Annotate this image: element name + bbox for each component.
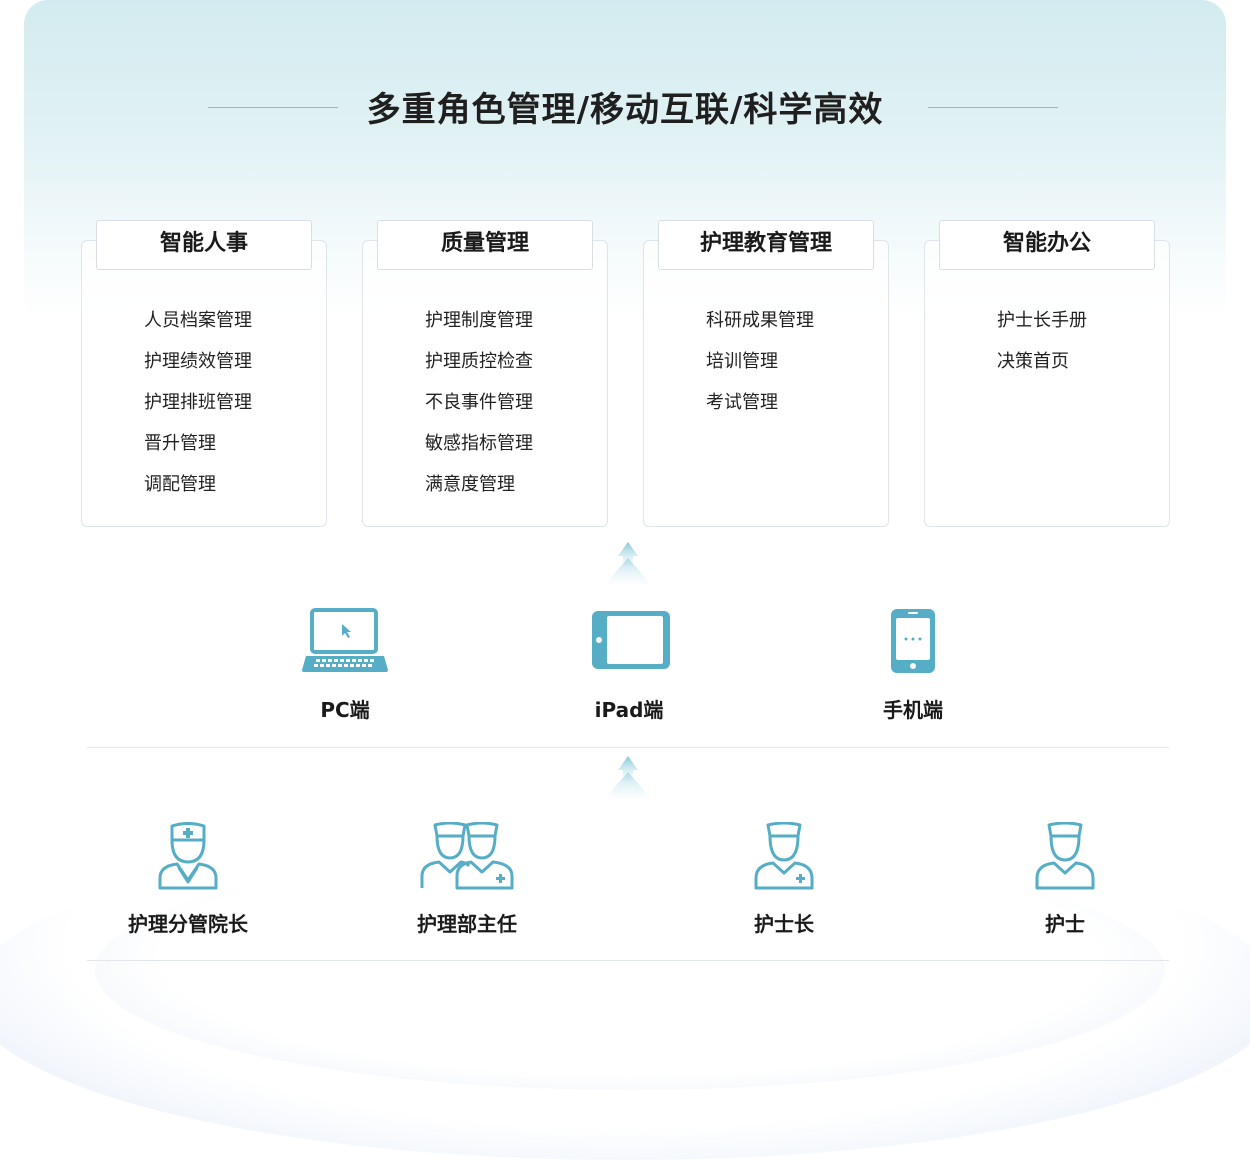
module-card-hr [81,240,327,527]
tablet-icon [592,611,670,669]
role-label-nurse: 护士 [1045,912,1085,936]
title-line-left [208,107,338,108]
module-item[interactable]: 护理绩效管理 [144,351,252,372]
module-item[interactable]: 培训管理 [706,351,778,372]
module-item[interactable]: 护士长手册 [997,310,1087,331]
device-label-pc: PC端 [320,698,370,722]
module-item[interactable]: 不良事件管理 [425,392,533,413]
two-nurses-icon [420,822,514,890]
module-item[interactable]: 护理质控检查 [425,351,533,372]
role-label-vp: 护理分管院长 [128,912,248,936]
module-list-quality: 护理制度管理 护理质控检查 不良事件管理 敏感指标管理 满意度管理 [425,304,533,509]
device-label-ipad: iPad端 [594,698,664,722]
role-label-director: 护理部主任 [417,912,517,936]
module-item[interactable]: 护理排班管理 [144,392,252,413]
device-label-mobile: 手机端 [883,698,943,722]
up-arrow-icon [605,756,651,798]
up-arrow-icon [605,542,651,584]
page-title: 多重角色管理/移动互联/科学高效 [366,90,884,130]
module-list-education: 科研成果管理 培训管理 考试管理 [706,304,814,427]
module-title-hr: 智能人事 [96,220,312,270]
nurse-icon [1035,822,1095,890]
module-card-education [643,240,889,527]
title-line-right [928,107,1058,108]
module-card-quality [362,240,608,527]
module-item[interactable]: 晋升管理 [144,433,216,454]
module-item[interactable]: 调配管理 [144,474,216,495]
module-title-quality: 质量管理 [377,220,593,270]
module-item[interactable]: 科研成果管理 [706,310,814,331]
module-item[interactable]: 人员档案管理 [144,310,252,331]
role-label-head-nurse: 护士长 [754,912,814,936]
module-item[interactable]: 护理制度管理 [425,310,533,331]
module-list-office: 护士长手册 决策首页 [997,304,1087,386]
module-item[interactable]: 满意度管理 [425,474,515,495]
divider [87,960,1169,961]
module-item[interactable]: 敏感指标管理 [425,433,533,454]
module-title-education: 护理教育管理 [658,220,874,270]
module-item[interactable]: 决策首页 [997,351,1069,372]
module-title-office: 智能办公 [939,220,1155,270]
base-ellipse-inner [95,850,1165,1090]
module-item[interactable]: 考试管理 [706,392,778,413]
divider [87,747,1169,748]
phone-icon [891,609,935,673]
doctor-icon [158,822,218,890]
module-list-hr: 人员档案管理 护理绩效管理 护理排班管理 晋升管理 调配管理 [144,304,252,509]
head-nurse-icon [754,822,814,890]
laptop-icon [302,608,388,672]
